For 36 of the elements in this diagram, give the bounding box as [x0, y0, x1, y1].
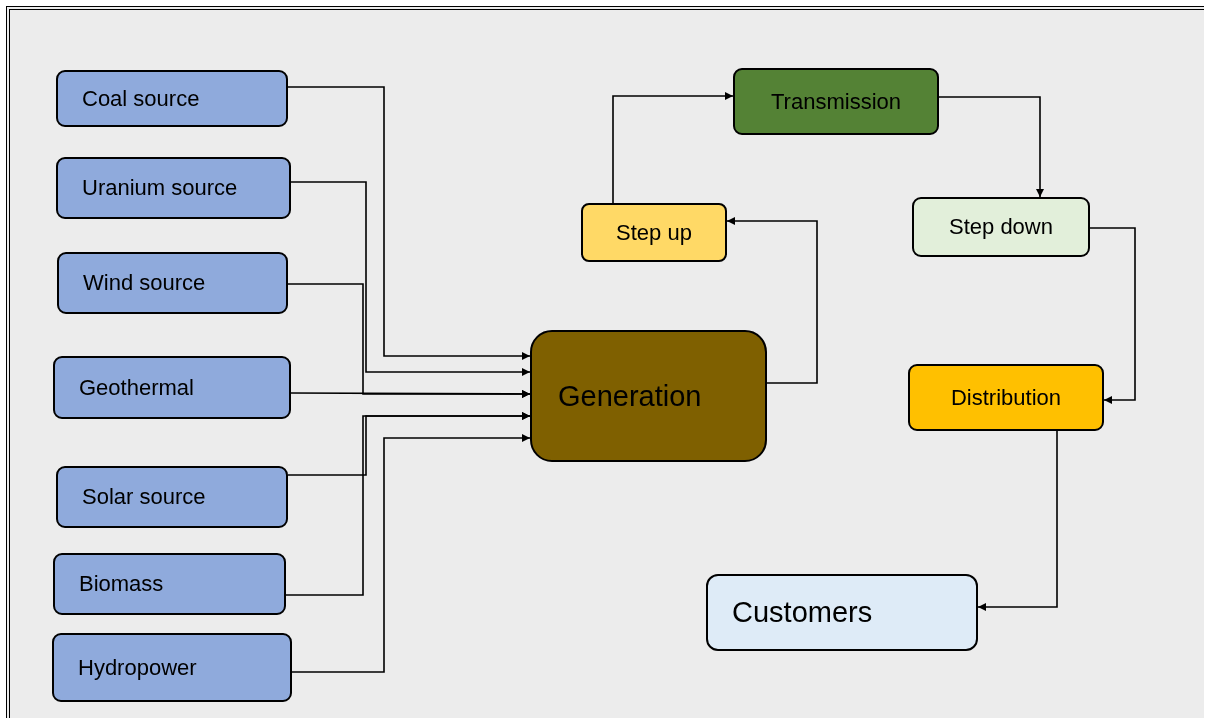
arrow	[938, 96, 1044, 198]
arrow	[291, 434, 531, 673]
source-box	[56, 70, 288, 127]
arrow	[1089, 227, 1136, 404]
box-label: Geothermal	[79, 374, 194, 401]
source-box	[56, 157, 291, 219]
box-label: Transmission	[771, 88, 901, 115]
box-label: Generation	[558, 379, 702, 413]
process-box	[581, 203, 727, 262]
process-box	[733, 68, 939, 135]
box-label: Customers	[732, 596, 873, 629]
source-box	[57, 252, 288, 314]
source-box	[53, 356, 291, 419]
arrow	[287, 86, 531, 360]
arrow	[290, 389, 531, 398]
box-label: Distribution	[950, 384, 1061, 411]
box-label: Uranium source	[82, 175, 238, 201]
process-box	[912, 197, 1090, 257]
box-label: Step up	[616, 219, 692, 246]
box-label: Solar source	[82, 484, 206, 510]
box-label: Hydropower	[78, 654, 197, 681]
box-label: Wind source	[83, 270, 206, 296]
box-label: Biomass	[79, 571, 164, 597]
arrow	[612, 92, 734, 204]
box-label: Coal source	[82, 85, 200, 112]
source-box	[53, 553, 286, 615]
arrow	[977, 430, 1058, 611]
box-label: Step down	[949, 214, 1053, 240]
arrow	[290, 181, 531, 376]
generation-box	[530, 330, 767, 462]
process-box	[908, 364, 1104, 431]
source-box	[52, 633, 292, 702]
arrow	[726, 217, 818, 384]
source-box	[56, 466, 288, 528]
customers-box	[706, 574, 978, 651]
arrow	[285, 412, 531, 596]
